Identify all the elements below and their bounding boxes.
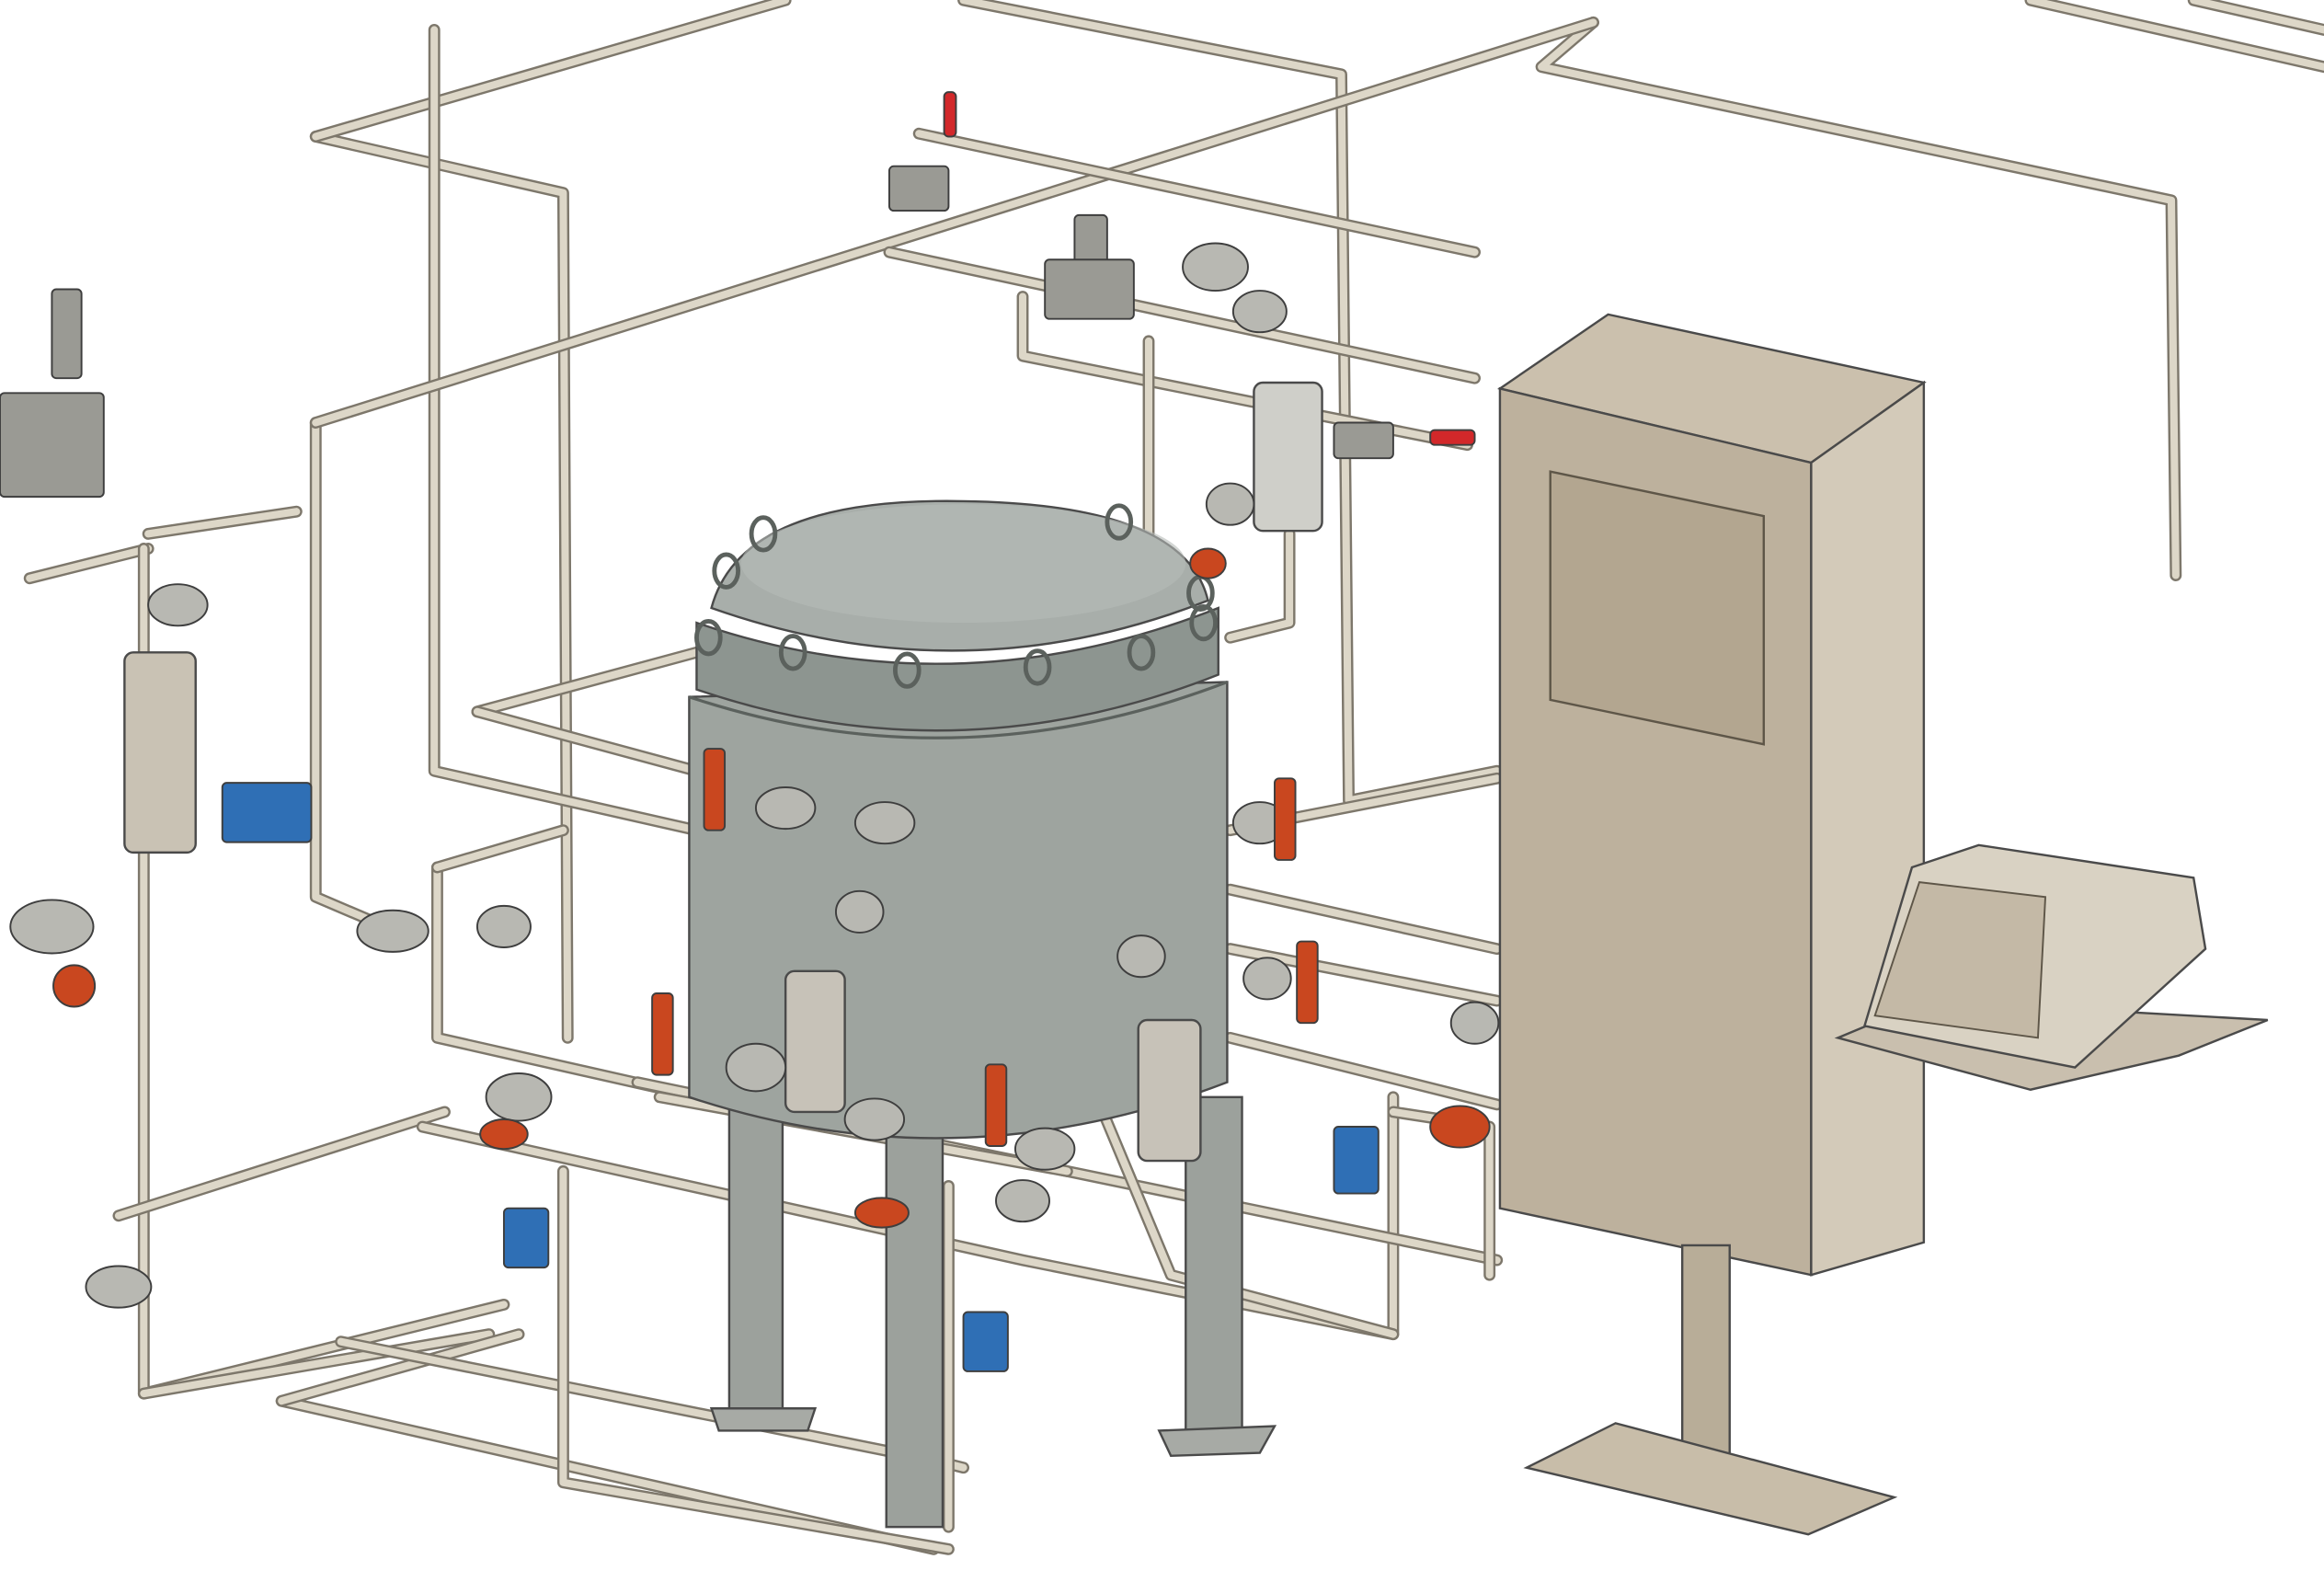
- pipe-segment: [1226, 886, 1501, 953]
- valve-component: [943, 91, 957, 138]
- valve-component: [1429, 1105, 1491, 1149]
- valve-component: [887, 165, 950, 212]
- eye-bolt: [1023, 648, 1052, 686]
- valve-component: [1044, 258, 1135, 320]
- hmi-terminal: [1834, 843, 2269, 1091]
- pipe-segment: [114, 1107, 449, 1220]
- pipe-segment: [312, 418, 390, 931]
- valve-component: [843, 1097, 906, 1141]
- pipe-segment: [1226, 530, 1294, 642]
- valve-component: [1333, 1126, 1380, 1195]
- pipe-segment: [26, 545, 153, 582]
- valve-component: [1189, 547, 1227, 579]
- pipe-segment: [1226, 945, 1501, 1005]
- valve-component: [1296, 940, 1319, 1025]
- valve-component: [1116, 934, 1166, 979]
- valve-component: [147, 583, 209, 627]
- valve-component: [651, 992, 674, 1076]
- eye-bolt: [892, 651, 922, 689]
- valve-component: [0, 392, 105, 499]
- valve-component: [356, 909, 429, 953]
- pipe-segment: [312, 18, 1597, 427]
- pipe-segment: [430, 861, 673, 1096]
- eye-bolt: [749, 515, 778, 553]
- valve-component: [703, 748, 727, 831]
- valve-component: [52, 964, 97, 1008]
- valve-component: [853, 801, 916, 845]
- pipe-segment: [140, 545, 508, 1398]
- eye-bolt: [1189, 603, 1218, 642]
- valve-component: [85, 1265, 153, 1309]
- pipe-segment: [2026, 0, 2324, 71]
- valve-component: [479, 1118, 529, 1151]
- valve-component: [1274, 777, 1297, 861]
- pipe-segment: [312, 0, 790, 141]
- pipe-segment: [1093, 1093, 1397, 1338]
- pipe-segment: [144, 508, 301, 538]
- eye-bolt: [712, 552, 740, 590]
- valve-component: [1429, 429, 1476, 446]
- valve-component: [1013, 1127, 1076, 1171]
- valve-component: [853, 1197, 910, 1229]
- valve-component: [1205, 482, 1255, 526]
- valve-component: [1231, 290, 1288, 334]
- pipe-segment: [433, 826, 567, 872]
- valve-component: [1242, 957, 1292, 1001]
- pipe-segment: [337, 1337, 967, 1472]
- eye-bolt: [778, 634, 807, 671]
- pipe-segment: [137, 543, 510, 1400]
- valve-component: [754, 786, 817, 831]
- pipe-segment: [278, 1330, 523, 1405]
- valve-component: [502, 1207, 550, 1269]
- valve-component: [51, 288, 83, 380]
- valve-component: [1333, 421, 1394, 460]
- pipe-segment: [1226, 1034, 1501, 1108]
- pipe-segment: [430, 26, 701, 834]
- pipe-segment: [915, 130, 1479, 257]
- valve-component: [962, 1311, 1009, 1372]
- eye-bolt: [1105, 503, 1134, 541]
- pipe-segment: [559, 1167, 953, 1553]
- control-cabinet: [1497, 313, 1927, 1536]
- valve-component: [834, 889, 885, 934]
- pipe-segment: [433, 863, 671, 1094]
- pipe-segment: [312, 132, 572, 1042]
- pipe-segment: [885, 248, 1479, 383]
- valve-component: [221, 782, 313, 843]
- valve-component: [995, 1179, 1050, 1223]
- filter-housings: [123, 381, 1323, 1163]
- valve-component: [475, 904, 532, 948]
- valve-component: [984, 1063, 1008, 1147]
- pipe-segment: [2190, 0, 2324, 34]
- tank-lid-clamps: [694, 503, 1218, 689]
- valve-component: [1449, 1001, 1500, 1045]
- valve-component: [485, 1072, 553, 1122]
- pipe-segment: [1538, 18, 2180, 579]
- eye-bolt: [1127, 634, 1156, 671]
- valve-component: [1182, 242, 1249, 292]
- valves: [0, 91, 1500, 1372]
- valve-component: [9, 899, 95, 955]
- valve-component: [725, 1042, 787, 1093]
- pipe-segment: [309, 417, 392, 933]
- eye-bolt: [694, 619, 723, 657]
- pipe-segment: [473, 648, 701, 716]
- pipe-segment: [140, 1330, 493, 1398]
